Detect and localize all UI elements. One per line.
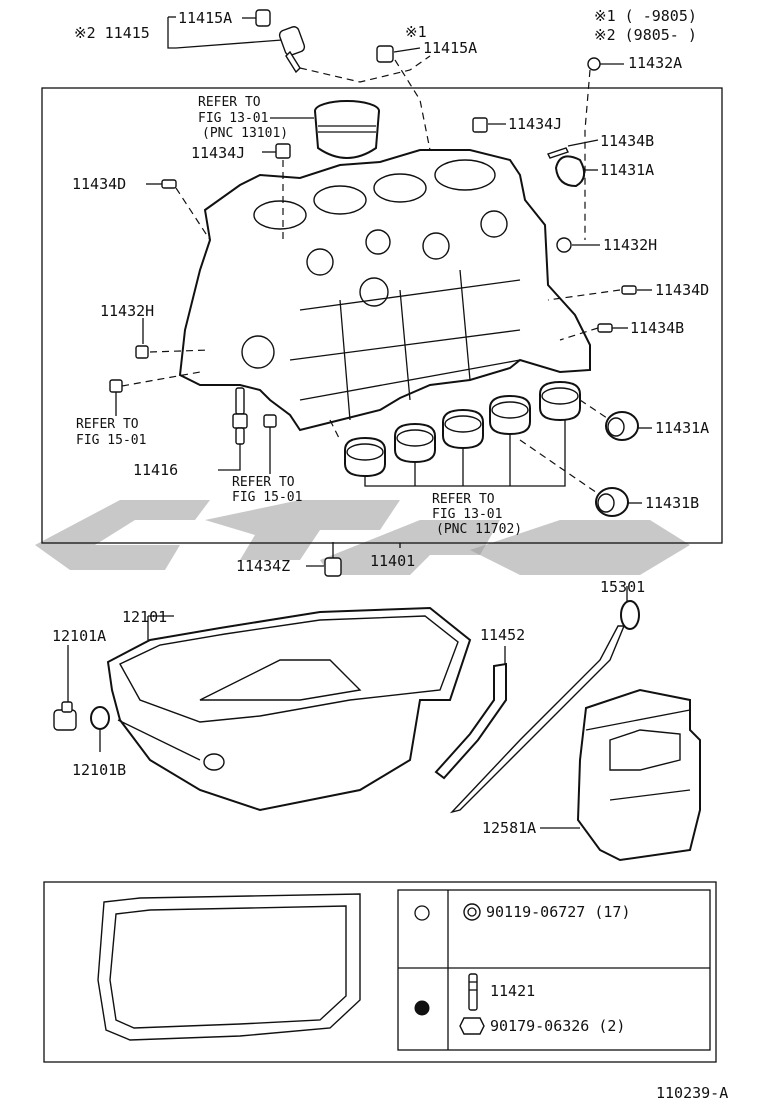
oil-pan-12101 bbox=[106, 606, 472, 812]
label-refer-piston-1: REFER TO bbox=[198, 95, 261, 110]
label-11434b-mid: 11434B bbox=[630, 319, 684, 337]
label-refer-15-left-1: REFER TO bbox=[76, 417, 139, 432]
label-refer-15-left-2: FIG 15-01 bbox=[76, 433, 146, 448]
label-11434b-top: 11434B bbox=[600, 132, 654, 150]
label-11432h-right: 11432H bbox=[603, 236, 657, 254]
label-11434d-left: 11434D bbox=[72, 175, 126, 193]
label-note2-range: ※2 (9805- ) bbox=[594, 26, 697, 44]
plug-11434j-right bbox=[472, 117, 506, 133]
gauge-guide-11452 bbox=[434, 646, 507, 780]
stud-icon bbox=[468, 973, 478, 1011]
plug-11432h-left bbox=[135, 318, 211, 359]
plug-11431b bbox=[595, 487, 642, 517]
label-11452: 11452 bbox=[480, 626, 525, 644]
label-11431b: 11431B bbox=[645, 494, 699, 512]
label-refer-piston-2: FIG 13-01 bbox=[198, 111, 268, 126]
label-11432a: 11432A bbox=[628, 54, 682, 72]
piston-reference bbox=[270, 100, 380, 159]
cylinder-block-frame bbox=[41, 87, 723, 544]
bolt-icon bbox=[463, 903, 481, 921]
plug-11432a bbox=[587, 57, 624, 71]
plug-11432h-right bbox=[556, 237, 600, 253]
nut-icon bbox=[459, 1017, 485, 1035]
label-refer-15-mid-2: FIG 15-01 bbox=[232, 490, 302, 505]
pin-11434d-left bbox=[146, 179, 211, 241]
label-11434d-right: 11434D bbox=[655, 281, 709, 299]
label-refer-piston-3: (PNC 13101) bbox=[202, 126, 288, 141]
drain-plug-12101a bbox=[53, 645, 77, 731]
label-11434j-right: 11434J bbox=[508, 115, 562, 133]
plug-11431a-bottom bbox=[605, 411, 652, 441]
label-11415a-mid: 11415A bbox=[423, 39, 477, 57]
label-11415a-top: 11415A bbox=[178, 9, 232, 27]
label-refer-15-mid-1: REFER TO bbox=[232, 475, 295, 490]
pin-11434b-mid bbox=[559, 323, 628, 341]
label-refer-bearing-2: FIG 13-01 bbox=[432, 507, 502, 522]
insulator-12581a bbox=[540, 688, 701, 862]
fastener-table bbox=[397, 889, 711, 1051]
oil-pan-gasket-outline bbox=[97, 893, 361, 1041]
label-12101: 12101 bbox=[122, 608, 167, 626]
label-11431a-bottom: 11431A bbox=[655, 419, 709, 437]
filled-circle-icon bbox=[414, 1000, 430, 1016]
plug-11434z bbox=[306, 542, 342, 577]
label-note2-11415: ※2 11415 bbox=[74, 24, 150, 42]
label-table-row1-part: 90119-06727 (17) bbox=[486, 903, 631, 921]
label-refer-bearing-1: REFER TO bbox=[432, 492, 495, 507]
label-11401: 11401 bbox=[370, 552, 415, 570]
gasket-12101b bbox=[90, 706, 110, 752]
pin-11434b-top bbox=[547, 139, 599, 159]
label-12581a: 12581A bbox=[482, 819, 536, 837]
crank-bearings bbox=[344, 380, 581, 487]
pin-11434d-right bbox=[547, 285, 652, 301]
sensor-11415a-top bbox=[255, 9, 306, 74]
watermark-logo bbox=[35, 500, 690, 575]
plug-refer-left bbox=[109, 371, 201, 416]
drain-cock-11416 bbox=[218, 387, 248, 471]
label-15301: 15301 bbox=[600, 578, 645, 596]
label-12101a: 12101A bbox=[52, 627, 106, 645]
label-table-row2-part-b: 90179-06326 (2) bbox=[490, 1017, 625, 1035]
label-refer-bearing-3: (PNC 11702) bbox=[436, 522, 522, 537]
open-circle-icon bbox=[414, 905, 430, 921]
label-11432h-left: 11432H bbox=[100, 302, 154, 320]
label-note1: ※1 bbox=[405, 23, 427, 41]
label-11416: 11416 bbox=[133, 461, 178, 479]
label-11431a-top: 11431A bbox=[600, 161, 654, 179]
oil-dipstick-15301 bbox=[449, 586, 640, 814]
plug-11434j-left bbox=[262, 143, 291, 240]
label-note1-range: ※1 ( -9805) bbox=[594, 7, 697, 25]
plug-11415a-mid bbox=[376, 45, 421, 63]
plug-11431a-top bbox=[554, 155, 598, 188]
label-11434z: 11434Z bbox=[236, 557, 290, 575]
label-12101b: 12101B bbox=[72, 761, 126, 779]
gasket-detail-frame bbox=[43, 881, 717, 1063]
label-11434j-left: 11434J bbox=[191, 144, 245, 162]
label-table-row2-part-a: 11421 bbox=[490, 982, 535, 1000]
plug-refer-mid bbox=[263, 414, 277, 474]
label-figure-code: 110239-A bbox=[656, 1084, 728, 1102]
